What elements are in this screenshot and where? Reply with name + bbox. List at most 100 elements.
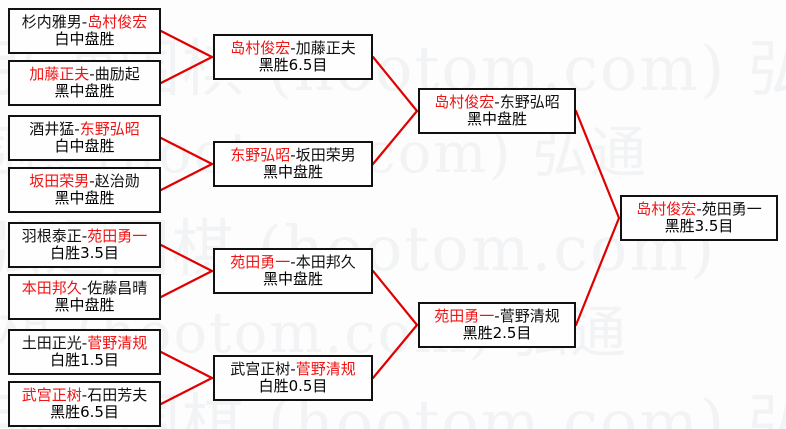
match-players: 东野弘昭-坂田荣男 <box>230 147 355 164</box>
player-separator: - <box>696 200 702 219</box>
player-separator: - <box>81 227 88 246</box>
player-name: 坂田荣男 <box>295 146 356 165</box>
connector <box>371 55 419 113</box>
match-node-r2m4[interactable]: 武宫正树-菅野清规 白胜0.5目 <box>213 355 373 401</box>
player-name: 岛村俊宏 <box>434 93 495 112</box>
player-name: 武宫正树 <box>230 360 291 379</box>
match-node-r1m5[interactable]: 羽根泰正-苑田勇一 白胜3.5目 <box>8 222 161 268</box>
match-node-r1m6[interactable]: 本田邦久-佐藤昌晴 黑中盘胜 <box>8 274 161 320</box>
match-node-r1m4[interactable]: 坂田荣男-赵治勋 黑中盘胜 <box>8 167 161 213</box>
player-separator: - <box>81 386 88 405</box>
match-players: 武宫正树-菅野清规 <box>230 361 355 378</box>
match-players: 羽根泰正-苑田勇一 <box>22 228 147 245</box>
player-name: 东野弘昭 <box>230 146 291 165</box>
player-name: 曲励起 <box>94 65 140 84</box>
match-node-r1m8[interactable]: 武宫正树-石田芳夫 黑胜6.5目 <box>8 381 161 427</box>
match-result: 黑胜3.5目 <box>664 217 734 235</box>
match-players: 土田正光-菅野清规 <box>22 335 147 352</box>
player-separator: - <box>494 307 500 326</box>
player-name: 佐藤昌晴 <box>87 279 148 298</box>
player-name: 岛村俊宏 <box>230 39 291 58</box>
player-name: 苑田勇一 <box>434 307 495 326</box>
connector <box>371 269 419 327</box>
match-players: 杉内雅男-岛村俊宏 <box>22 14 147 31</box>
player-name: 石田芳夫 <box>87 386 148 405</box>
player-name: 苑田勇一 <box>701 200 762 219</box>
match-players: 坂田荣男-赵治勋 <box>29 173 139 190</box>
connector <box>371 323 419 380</box>
player-name: 菅野清规 <box>295 360 356 379</box>
match-result: 白胜3.5目 <box>50 244 119 262</box>
player-separator: - <box>89 65 95 84</box>
match-players: 苑田勇一-菅野清规 <box>434 308 559 325</box>
player-name: 菅野清规 <box>87 334 148 353</box>
match-players: 加藤正夫-曲励起 <box>29 66 139 83</box>
player-name: 酒井猛 <box>29 120 75 139</box>
match-players: 酒井猛-东野弘昭 <box>29 121 139 138</box>
match-players: 武宫正树-石田芳夫 <box>22 387 147 404</box>
player-name: 苑田勇一 <box>87 227 148 246</box>
match-players: 苑田勇一-本田邦久 <box>230 254 355 271</box>
player-separator: - <box>81 279 88 298</box>
connector <box>159 29 214 59</box>
player-separator: - <box>81 13 88 32</box>
match-node-r3m2[interactable]: 苑田勇一-菅野清规 黑胜2.5目 <box>418 302 576 348</box>
match-players: 岛村俊宏-加藤正夫 <box>230 40 355 57</box>
match-players: 本田邦久-佐藤昌晴 <box>22 280 147 297</box>
match-result: 黑中盘胜 <box>466 110 527 128</box>
player-name: 武宫正树 <box>21 386 82 405</box>
player-name: 东野弘昭 <box>79 120 140 139</box>
player-name: 加藤正夫 <box>29 65 90 84</box>
match-node-r1m2[interactable]: 加藤正夫-曲励起 黑中盘胜 <box>8 60 161 106</box>
player-name: 苑田勇一 <box>230 253 291 272</box>
player-name: 东野弘昭 <box>499 93 560 112</box>
player-name: 岛村俊宏 <box>636 200 697 219</box>
match-players: 岛村俊宏-东野弘昭 <box>434 94 559 111</box>
connector <box>159 162 214 192</box>
match-result: 黑中盘胜 <box>54 82 115 100</box>
player-separator: - <box>290 146 296 165</box>
connector <box>574 216 621 327</box>
player-name: 本田邦久 <box>21 279 82 298</box>
player-name: 土田正光 <box>21 334 82 353</box>
player-name: 菅野清规 <box>499 307 560 326</box>
match-node-r2m2[interactable]: 东野弘昭-坂田荣男 黑中盘胜 <box>213 141 373 187</box>
match-node-r2m3[interactable]: 苑田勇一-本田邦久 黑中盘胜 <box>213 248 373 294</box>
player-separator: - <box>74 120 80 139</box>
player-name: 岛村俊宏 <box>87 13 148 32</box>
player-name: 本田邦久 <box>295 253 356 272</box>
match-node-r3m1[interactable]: 岛村俊宏-东野弘昭 黑中盘胜 <box>418 88 576 134</box>
connector <box>159 350 214 380</box>
match-node-r1m7[interactable]: 土田正光-菅野清规 白胜1.5目 <box>8 329 161 375</box>
match-result: 白中盘胜 <box>54 30 115 48</box>
connector <box>159 243 214 273</box>
match-result: 黑胜6.5目 <box>50 403 119 421</box>
player-separator: - <box>290 253 296 272</box>
match-result: 黑中盘胜 <box>54 296 115 314</box>
match-result: 黑中盘胜 <box>262 270 323 288</box>
match-result: 黑中盘胜 <box>54 189 115 207</box>
player-name: 坂田荣男 <box>29 172 90 191</box>
connector <box>371 109 419 166</box>
connector <box>159 136 214 166</box>
player-separator: - <box>290 39 296 58</box>
player-name: 杉内雅男 <box>21 13 82 32</box>
match-result: 黑胜6.5目 <box>258 56 328 74</box>
player-name: 赵治勋 <box>94 172 140 191</box>
connector <box>159 376 214 406</box>
match-node-final[interactable]: 岛村俊宏-苑田勇一 黑胜3.5目 <box>620 195 778 241</box>
match-players: 岛村俊宏-苑田勇一 <box>636 201 761 218</box>
player-separator: - <box>81 334 88 353</box>
connector <box>159 269 214 299</box>
player-separator: - <box>89 172 95 191</box>
connector <box>159 55 214 85</box>
match-node-r2m1[interactable]: 岛村俊宏-加藤正夫 黑胜6.5目 <box>213 34 373 80</box>
player-separator: - <box>494 93 500 112</box>
connector <box>574 109 621 220</box>
match-result: 黑中盘胜 <box>262 163 323 181</box>
match-result: 白中盘胜 <box>54 137 115 155</box>
match-node-r1m3[interactable]: 酒井猛-东野弘昭 白中盘胜 <box>8 115 161 161</box>
match-node-r1m1[interactable]: 杉内雅男-岛村俊宏 白中盘胜 <box>8 8 161 54</box>
